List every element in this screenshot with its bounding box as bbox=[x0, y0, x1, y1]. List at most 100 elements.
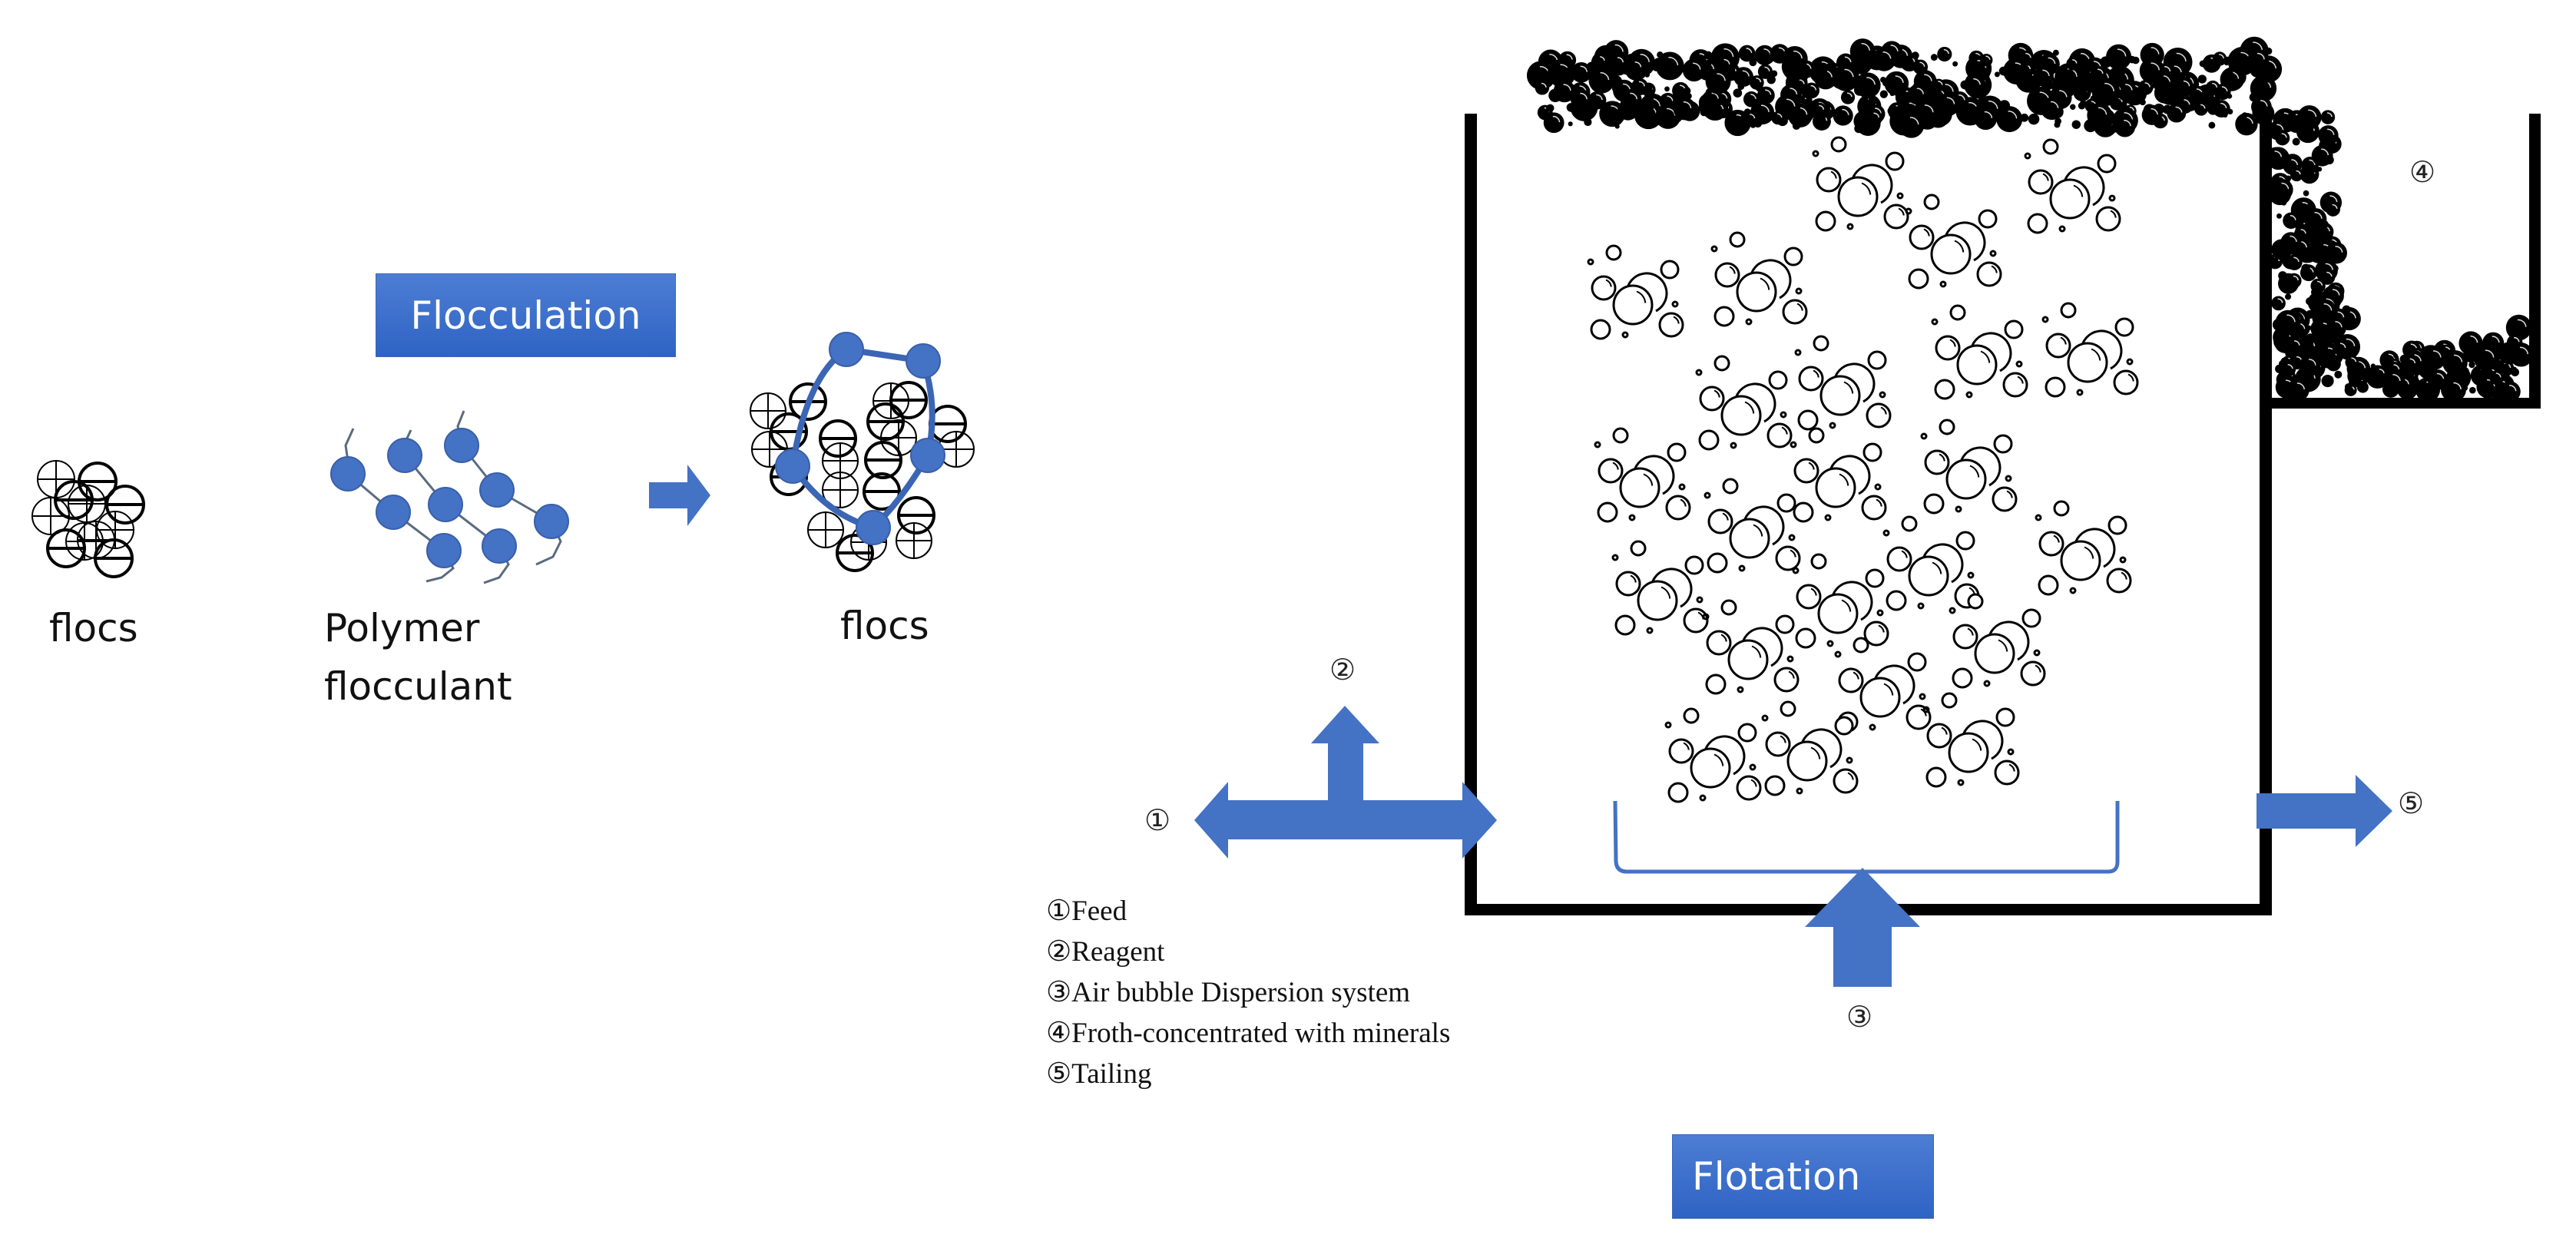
mineral-laden-bubble-icon bbox=[2051, 84, 2058, 91]
mineral-laden-bubble-icon bbox=[1670, 114, 1676, 121]
air-bubble-arc bbox=[1958, 446, 2002, 487]
bubble-highlight bbox=[1614, 44, 1624, 52]
polymer-bead-icon bbox=[482, 528, 517, 564]
bubble-highlight bbox=[1923, 228, 1930, 237]
bubble-highlight bbox=[2035, 664, 2041, 673]
air-bubble-arc bbox=[1625, 272, 1668, 313]
air-bubble-icon bbox=[1816, 167, 1842, 193]
flotation-tank bbox=[1465, 114, 2272, 915]
micro-bubble-icon bbox=[1846, 756, 1853, 764]
micro-bubble-icon bbox=[1919, 693, 1926, 700]
mineral-laden-bubble-icon bbox=[2033, 66, 2054, 87]
air-bubble-icon bbox=[1797, 409, 1819, 431]
bubble-highlight bbox=[2048, 57, 2056, 65]
mineral-laden-bubble-icon bbox=[2090, 66, 2107, 82]
air-bubble-icon bbox=[1768, 370, 1788, 390]
micro-bubble-icon bbox=[1792, 567, 1800, 574]
mineral-laden-bubble-icon bbox=[2255, 82, 2263, 91]
air-bubble-icon bbox=[1683, 707, 1700, 724]
bubble-highlight bbox=[1810, 746, 1821, 760]
bubble-highlight bbox=[1643, 473, 1654, 486]
mineral-laden-bubble-icon bbox=[1683, 87, 1691, 95]
bubble-highlight bbox=[2281, 182, 2290, 190]
mineral-laden-bubble-icon bbox=[2499, 366, 2507, 373]
air-bubble-arc bbox=[1800, 728, 1843, 769]
polymer-bead-icon bbox=[775, 448, 810, 484]
bubble-highlight bbox=[1667, 95, 1674, 101]
bubble-highlight bbox=[1949, 339, 1956, 347]
bubble-highlight bbox=[1839, 473, 1849, 486]
mineral-laden-bubble-icon bbox=[1584, 117, 1592, 127]
bubble-highlight bbox=[2008, 763, 2015, 772]
air-bubble-icon bbox=[1637, 580, 1678, 621]
air-bubble-arc bbox=[1872, 664, 1915, 705]
air-bubble-icon bbox=[1780, 700, 1796, 717]
bubble-highlight bbox=[1796, 303, 1803, 311]
bubble-highlight bbox=[2125, 84, 2133, 91]
positive-particle-icon bbox=[68, 485, 106, 523]
bubble-highlight bbox=[1810, 587, 1817, 596]
air-bubble-icon bbox=[1956, 344, 1998, 386]
bubble-highlight bbox=[2286, 314, 2296, 323]
flocculation-title: Flocculation bbox=[376, 273, 676, 357]
mineral-laden-bubble-icon bbox=[2286, 273, 2302, 289]
air-marker: ③ bbox=[1846, 1001, 1873, 1034]
positive-particle-icon bbox=[822, 472, 859, 508]
mineral-laden-bubble-icon bbox=[2332, 343, 2343, 355]
micro-bubble-icon bbox=[1794, 349, 1802, 356]
mineral-laden-bubble-icon bbox=[1882, 79, 1889, 87]
bubble-highlight bbox=[1847, 92, 1853, 98]
bubble-highlight bbox=[2495, 372, 2502, 378]
mineral-laden-bubble-icon bbox=[2319, 129, 2329, 139]
mineral-laden-bubble-icon bbox=[2352, 362, 2359, 370]
polymer-bead-icon bbox=[330, 456, 366, 491]
bubble-highlight bbox=[1998, 639, 2008, 652]
bubble-highlight bbox=[1717, 73, 1726, 81]
bubble-highlight bbox=[1596, 94, 1603, 101]
mineral-laden-bubble-icon bbox=[1664, 86, 1670, 92]
bubble-highlight bbox=[2183, 80, 2190, 87]
mineral-laden-bubble-icon bbox=[1866, 110, 1882, 126]
legend-item-froth: ④Froth-concentrated with minerals bbox=[1046, 1018, 1451, 1049]
bubble-highlight bbox=[2127, 373, 2134, 382]
bubble-highlight bbox=[1890, 45, 1899, 52]
micro-bubble-icon bbox=[1761, 714, 1769, 722]
mineral-laden-bubble-icon bbox=[2382, 369, 2405, 393]
air-bubble-icon bbox=[1995, 707, 2015, 727]
mineral-laden-bubble-icon bbox=[2334, 370, 2343, 379]
mineral-laden-bubble-icon bbox=[2208, 121, 2216, 129]
mineral-laden-bubble-icon bbox=[1757, 64, 1773, 79]
bubble-highlight bbox=[2308, 359, 2316, 366]
bubble-highlight bbox=[1781, 426, 1788, 435]
mineral-laden-bubble-icon bbox=[1588, 68, 1615, 94]
mineral-laden-bubble-icon bbox=[1813, 66, 1837, 90]
negative-particle-icon bbox=[864, 441, 902, 479]
negative-particle-icon bbox=[929, 405, 967, 443]
reagent-marker: ② bbox=[1329, 654, 1356, 687]
legend-item-reagent: ②Reagent bbox=[1046, 936, 1165, 968]
air-bubble-arc bbox=[1650, 568, 1693, 608]
air-bubble-icon bbox=[1630, 540, 1647, 557]
bubble-highlight bbox=[1786, 98, 1796, 107]
air-bubble-icon bbox=[2042, 138, 2059, 155]
bubble-highlight bbox=[1693, 62, 1701, 70]
air-bubble-icon bbox=[1729, 231, 1746, 248]
air-bubble-arc bbox=[1740, 627, 1783, 667]
bubble-highlight bbox=[1843, 381, 1854, 394]
bubble-highlight bbox=[2409, 358, 2416, 364]
bubble-highlight bbox=[2042, 173, 2049, 181]
mineral-laden-bubble-icon bbox=[2326, 317, 2346, 339]
air-bubble-icon bbox=[1952, 667, 1973, 689]
bubble-highlight bbox=[2293, 256, 2300, 263]
air-bubble-icon bbox=[1934, 379, 1955, 400]
mineral-laden-bubble-icon bbox=[1594, 54, 1608, 68]
bubble-highlight bbox=[1612, 462, 1619, 470]
negative-particle-icon bbox=[889, 381, 928, 419]
mineral-laden-bubble-icon bbox=[2286, 337, 2303, 354]
air-bubble-icon bbox=[2002, 372, 2028, 398]
air-bubble-icon bbox=[1935, 335, 1961, 361]
mineral-laden-bubble-icon bbox=[2484, 372, 2490, 379]
air-bubble-icon bbox=[1775, 545, 1801, 571]
bubble-highlight bbox=[1751, 645, 1762, 658]
froth-marker: ④ bbox=[2409, 157, 2436, 189]
